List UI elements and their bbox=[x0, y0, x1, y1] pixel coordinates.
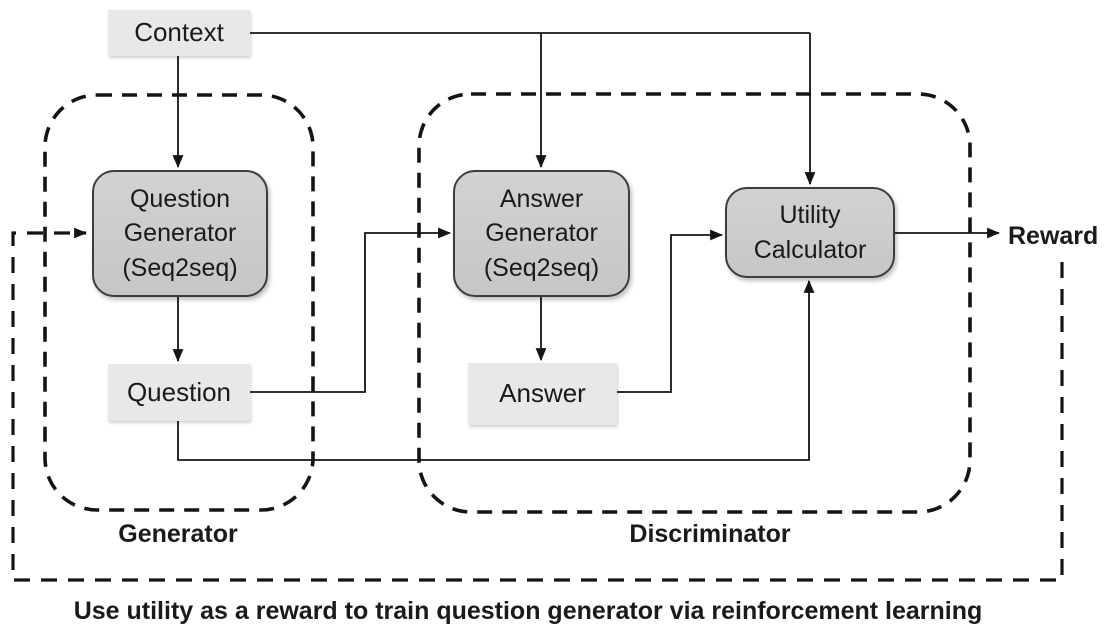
utility-calculator-label-line2: Calculator bbox=[753, 235, 867, 264]
answer-label: Answer bbox=[499, 378, 586, 409]
answer-generator-node: Answer Generator (Seq2seq) bbox=[453, 170, 630, 297]
question-generator-node: Question Generator (Seq2seq) bbox=[92, 170, 268, 297]
discriminator-group-label: Discriminator bbox=[629, 520, 791, 548]
answer-node: Answer bbox=[468, 363, 617, 425]
question-generator-label-line3: (Seq2seq) bbox=[122, 253, 238, 282]
utility-calculator-node: Utility Calculator bbox=[725, 187, 895, 278]
edge-answer-to-utility-calculator bbox=[617, 229, 724, 393]
question-generator-label-line2: Generator bbox=[123, 219, 237, 248]
generator-group-border bbox=[43, 93, 315, 512]
edge-question-to-answer-generator bbox=[250, 227, 452, 393]
context-node: Context bbox=[108, 10, 250, 56]
answer-generator-label-line2: Generator bbox=[485, 219, 598, 248]
context-label: Context bbox=[134, 17, 224, 48]
question-label: Question bbox=[126, 376, 232, 407]
generator-group-label: Generator bbox=[118, 520, 238, 548]
question-node: Question bbox=[108, 364, 250, 421]
answer-generator-label-line3: (Seq2seq) bbox=[483, 253, 600, 282]
answer-generator-label-line1: Answer bbox=[499, 184, 584, 213]
discriminator-group-border bbox=[417, 92, 972, 514]
diagram-caption: Use utility as a reward to train questio… bbox=[73, 597, 983, 625]
edge-question-to-utility-calculator bbox=[177, 279, 815, 461]
edge-reward-feedback-to-question-generator bbox=[11, 227, 1064, 582]
question-generator-label-line1: Question bbox=[129, 184, 231, 213]
utility-calculator-label-line1: Utility bbox=[779, 201, 841, 229]
reward-label: Reward bbox=[1008, 222, 1099, 250]
